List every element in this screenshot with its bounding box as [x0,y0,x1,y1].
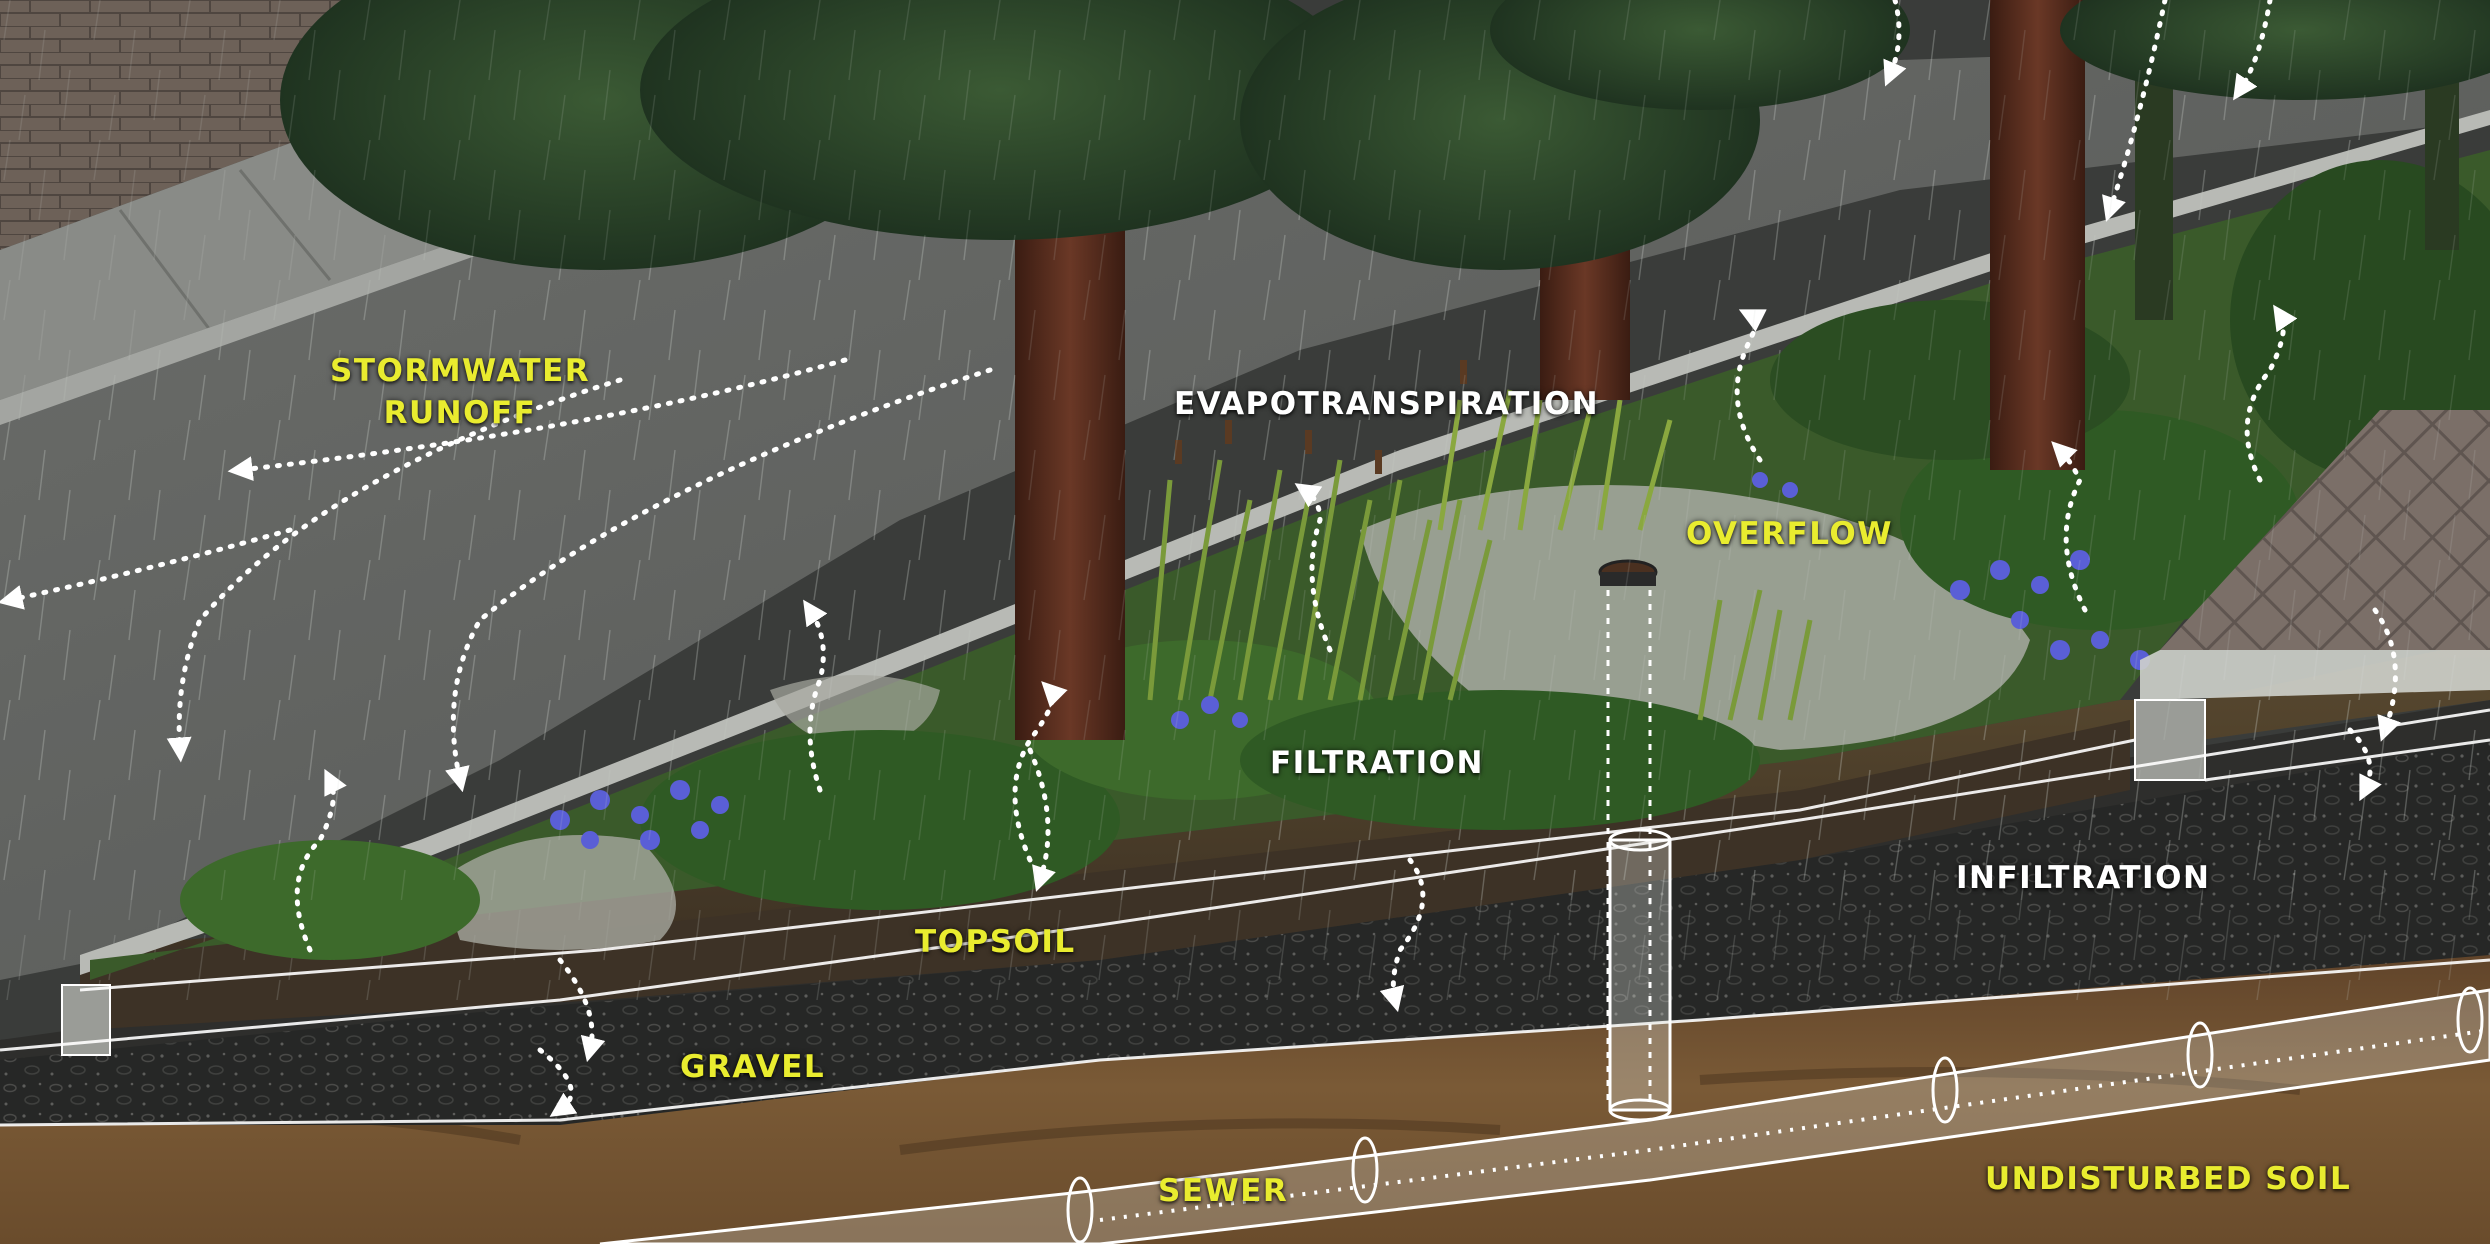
label-topsoil: TOPSOIL [915,924,1076,960]
sewer-pipe [599,986,2490,1244]
label-gravel: GRAVEL [680,1049,826,1085]
label-stormwater-line1: STORMWATER [330,353,591,389]
label-sewer: SEWER [1158,1173,1289,1209]
label-undisturbed-soil: UNDISTURBED SOIL [1985,1161,2352,1197]
infiltration-arrow-2 [537,1047,578,1117]
infiltration-arrow-1 [557,957,606,1063]
evap-arrow-1 [294,768,347,953]
label-stormwater-runoff: STORMWATER RUNOFF [330,350,590,434]
label-evapotranspiration: EVAPOTRANSPIRATION [1174,386,1600,422]
label-filtration: FILTRATION [1270,745,1484,781]
rain-overlay [0,0,2490,900]
label-stormwater-line2: RUNOFF [383,395,537,431]
label-overflow: OVERFLOW [1686,516,1893,552]
label-infiltration: INFILTRATION [1956,860,2211,896]
